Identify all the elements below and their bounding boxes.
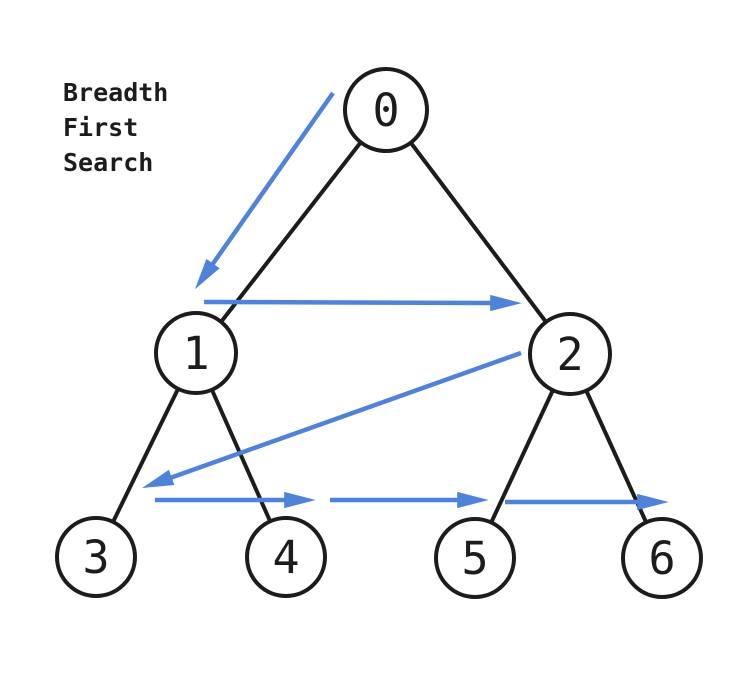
- bfs-traversal-arrows: [142, 91, 669, 511]
- tree-nodes: 0 1 2 3 4 5 6: [55, 67, 703, 599]
- node-6-label: 6: [648, 532, 675, 585]
- node-5-label: 5: [461, 532, 488, 585]
- node-2-label: 2: [556, 328, 583, 381]
- tree-edges: [111, 140, 648, 524]
- node-0-circle: [343, 67, 429, 153]
- edge-2-5: [489, 389, 555, 524]
- node-2-circle: [528, 312, 612, 396]
- diagram-title: Breadth First Search: [63, 78, 168, 177]
- title-line-1: Breadth: [63, 78, 168, 107]
- node-6: 6: [621, 517, 703, 599]
- title-line-2: First: [63, 113, 138, 142]
- node-2: 2: [528, 312, 612, 396]
- node-3-circle: [55, 516, 137, 598]
- edge-0-1: [219, 140, 363, 324]
- node-3-label: 3: [82, 531, 109, 584]
- node-6-circle: [621, 517, 703, 599]
- edge-0-2: [409, 141, 548, 324]
- node-1-label: 1: [182, 327, 209, 380]
- node-4-label: 4: [272, 531, 299, 584]
- edge-1-3: [111, 388, 180, 523]
- bfs-arrow-2-to-3: [142, 350, 522, 488]
- node-5: 5: [434, 517, 516, 599]
- bfs-arrow-1-to-2: [203, 294, 522, 312]
- node-5-circle: [434, 517, 516, 599]
- node-0: 0: [343, 67, 429, 153]
- bfs-arrow-0-to-1: [194, 91, 335, 290]
- node-4: 4: [245, 516, 327, 598]
- title-line-3: Search: [63, 148, 153, 177]
- node-1-circle: [154, 311, 238, 395]
- node-3: 3: [55, 516, 137, 598]
- node-0-label: 0: [372, 84, 399, 137]
- node-4-circle: [245, 516, 327, 598]
- node-1: 1: [154, 311, 238, 395]
